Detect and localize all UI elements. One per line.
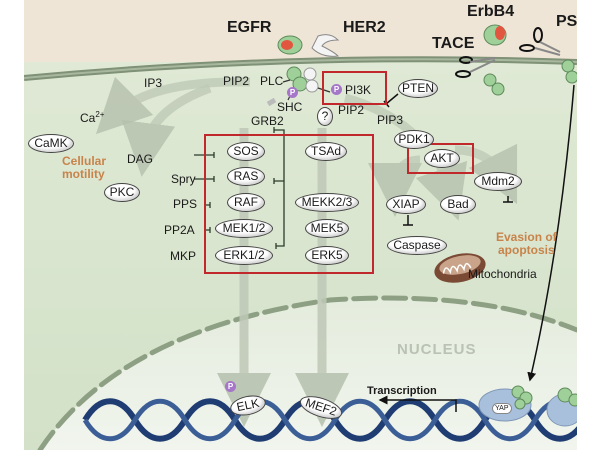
node-mdm2: Mdm2: [474, 172, 522, 191]
mitochondria-icon: [434, 253, 486, 283]
phospho-icon-elk: P: [225, 381, 236, 392]
node-pten: PTEN: [398, 79, 438, 98]
node-tsad: TSAd: [305, 142, 347, 161]
yap-complex: [478, 385, 584, 427]
node-unknown: ?: [317, 107, 333, 126]
node-bad: Bad: [440, 195, 476, 214]
node-erk5: ERK5: [305, 246, 349, 265]
label-ca: Ca2+: [80, 110, 105, 125]
phospho-icon-plc: P: [287, 87, 298, 98]
label-pps: PPS: [173, 197, 198, 211]
pathway-arrow-dag: [121, 83, 212, 177]
label-ip3: IP3: [144, 76, 163, 90]
label-pip2-right: PIP2: [338, 103, 365, 117]
label-ca-text: Ca: [80, 111, 96, 125]
node-pkc: PKC: [104, 183, 140, 202]
label-yap: YAP: [492, 403, 512, 414]
highlight-box-mapk: [204, 134, 374, 274]
label-ps: PS: [556, 13, 578, 30]
node-mekk23: MEKK2/3: [295, 193, 359, 212]
label-mkp: MKP: [170, 249, 197, 263]
label-transcription: Transcription: [367, 385, 437, 397]
node-erk12: ERK1/2: [215, 246, 273, 265]
pathway-arrow-akt-bad: [415, 160, 468, 221]
label-plc: PLC: [260, 74, 284, 88]
node-raf: RAF: [227, 193, 265, 212]
node-sos: SOS: [227, 142, 265, 161]
node-pdk1: PDK1: [394, 130, 434, 149]
label-egfr: EGFR: [227, 19, 272, 36]
label-evasion-2: apoptosis: [498, 243, 555, 257]
highlight-box-pi3k: [322, 71, 387, 105]
label-erbb4: ErbB4: [467, 3, 515, 20]
label-pip2-left: PIP2: [223, 74, 250, 88]
node-mek12: MEK1/2: [215, 219, 273, 238]
node-akt: AKT: [424, 149, 460, 168]
label-cellular-motility-2: motility: [62, 167, 105, 181]
label-spry: Spry: [171, 172, 196, 186]
egfr-receptor: [277, 35, 308, 92]
node-mek5: MEK5: [305, 219, 349, 238]
label-ca-charge: 2+: [95, 110, 105, 119]
label-evasion-1: Evasion of: [496, 230, 557, 244]
pathway-arrow-akt-left: [368, 155, 423, 217]
label-shc: SHC: [277, 100, 303, 114]
nuclear-envelope: [37, 295, 580, 450]
mdm2-inhibition: [503, 196, 513, 203]
label-nucleus: NUCLEUS: [397, 341, 477, 358]
pathway-arrow-ip3: [95, 76, 251, 135]
highlight-box-akt: [407, 143, 474, 174]
label-mitochondria: Mitochondria: [468, 267, 537, 281]
label-pi3k: PI3K: [345, 83, 372, 97]
label-cellular-motility-1: Cellular: [62, 154, 107, 168]
label-tace: TACE: [432, 35, 475, 52]
sos-raf-erk-feedback: [274, 129, 285, 247]
label-pip3: PIP3: [377, 113, 404, 127]
xiap-caspase-inhibition: [403, 215, 413, 226]
label-dag: DAG: [127, 152, 154, 166]
ps-to-yap-arrow: [527, 84, 575, 382]
phospho-icon-pi3k: P: [331, 84, 342, 95]
node-camk: CaMK: [28, 134, 74, 153]
ps-receptor: [561, 59, 579, 84]
erbb4-receptor: [483, 24, 507, 96]
grb2-link: [266, 97, 277, 107]
node-ras: RAS: [227, 167, 265, 186]
label-her2: HER2: [343, 19, 386, 36]
ps-scissors-icon: [519, 27, 561, 56]
tace-scissors-icon: [455, 56, 496, 78]
label-pp2a: PP2A: [164, 223, 195, 237]
node-caspase: Caspase: [387, 236, 447, 255]
her2-receptor: [303, 34, 340, 93]
node-xiap: XIAP: [386, 195, 426, 214]
label-grb2: GRB2: [251, 114, 284, 128]
transcription-arrow: [378, 395, 457, 412]
